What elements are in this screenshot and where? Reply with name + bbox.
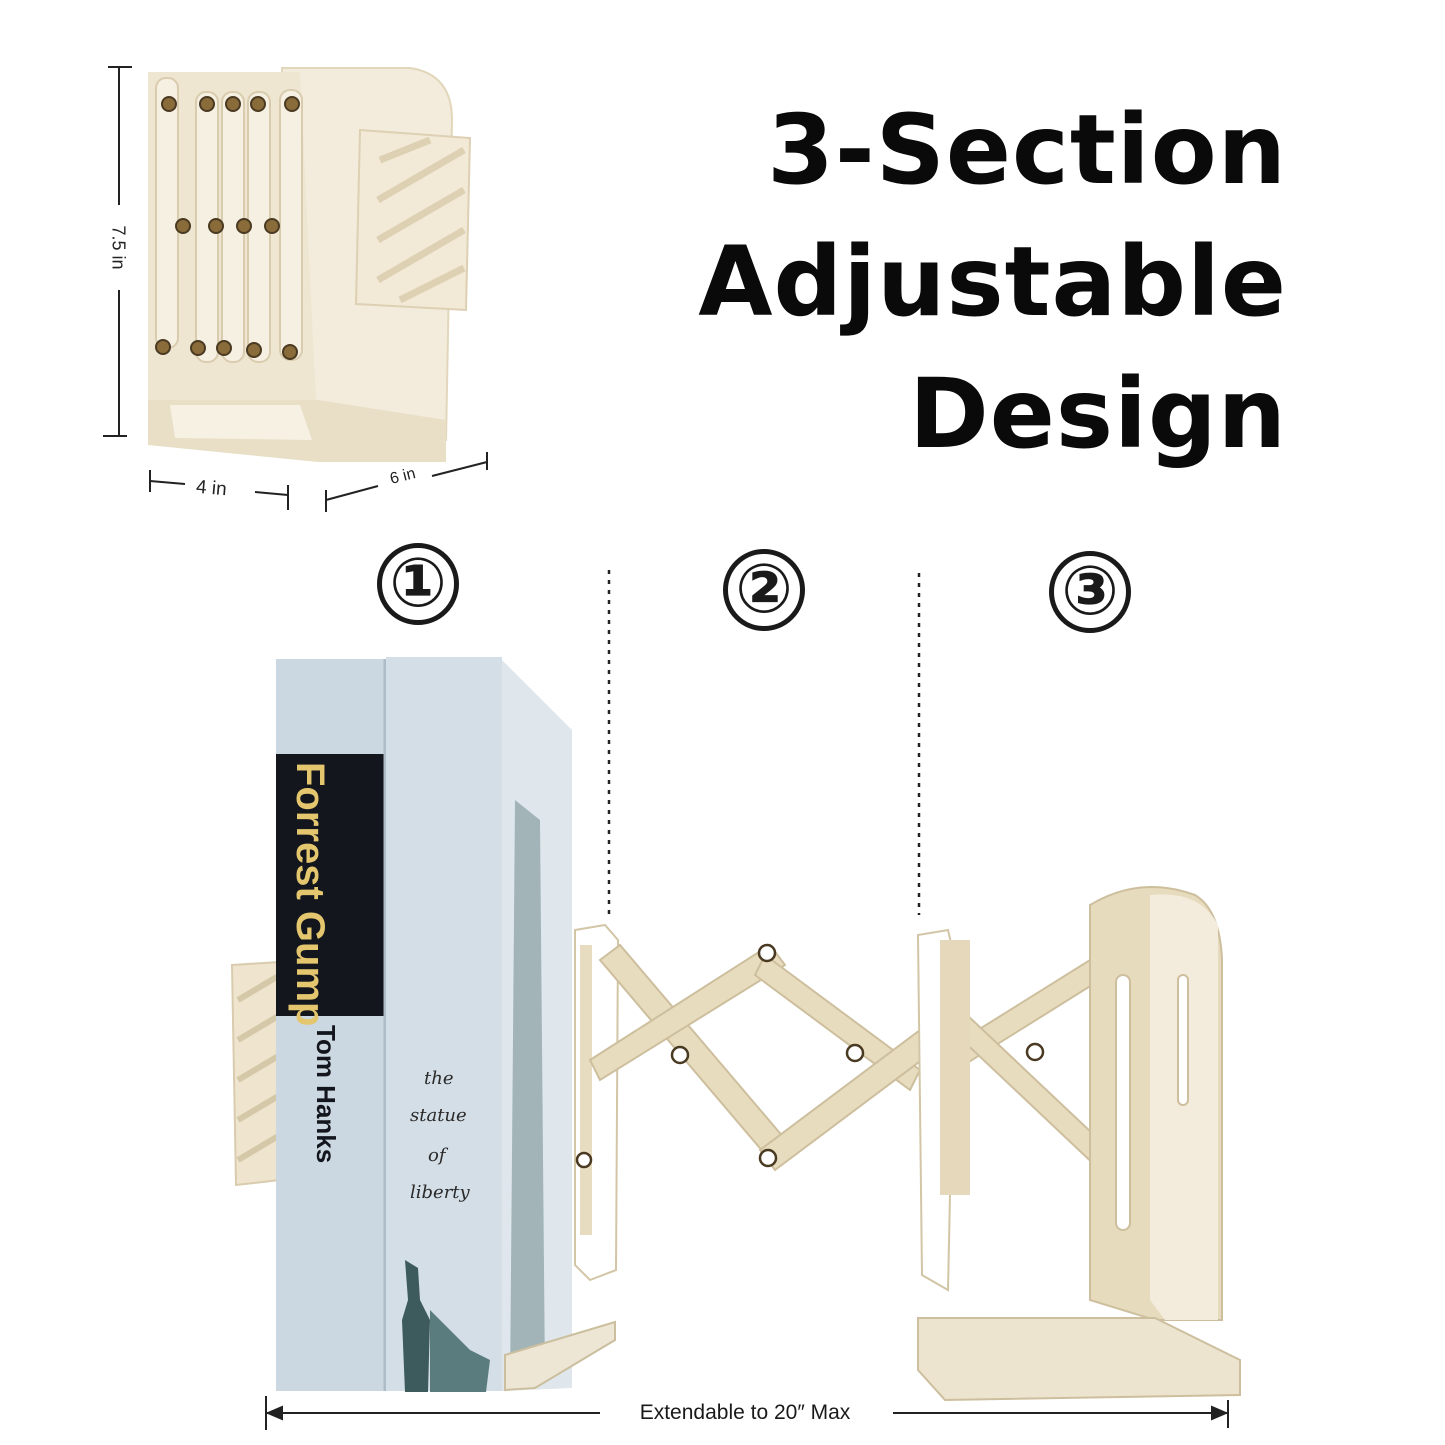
- spine2-line-1: the: [424, 1068, 454, 1089]
- section-number-1: ①: [377, 543, 459, 625]
- extendable-arrow: [265, 1396, 1229, 1430]
- headline-line-2: Adjustable: [698, 226, 1287, 338]
- left-basket: [230, 960, 282, 1187]
- section-number-2: ②: [723, 549, 805, 631]
- scissor-arms: [588, 943, 1112, 1172]
- spine2-line-4: liberty: [410, 1182, 470, 1203]
- section-number-3: ③: [1049, 551, 1131, 633]
- height-label: 7.5 in: [108, 225, 129, 270]
- depth-dimension-line: [325, 452, 488, 512]
- width-label: 4 in: [195, 476, 228, 501]
- spine2-line-2: statue: [410, 1105, 467, 1126]
- book-1: [276, 659, 388, 1391]
- headline-line-3: Design: [909, 358, 1287, 470]
- book-author: Tom Hanks: [311, 1025, 341, 1164]
- height-dimension-line: [103, 66, 132, 437]
- extendable-label: Extendable to 20″ Max: [600, 1399, 890, 1427]
- spine2-line-3: of: [428, 1145, 446, 1166]
- headline: 3-Section Adjustable Design: [698, 84, 1287, 480]
- book-title: Forrest Gump: [288, 762, 332, 1027]
- width-dimension-line: [149, 470, 289, 510]
- headline-line-1: 3-Section: [767, 94, 1287, 206]
- side-basket: [354, 128, 472, 312]
- book-2: [386, 657, 572, 1392]
